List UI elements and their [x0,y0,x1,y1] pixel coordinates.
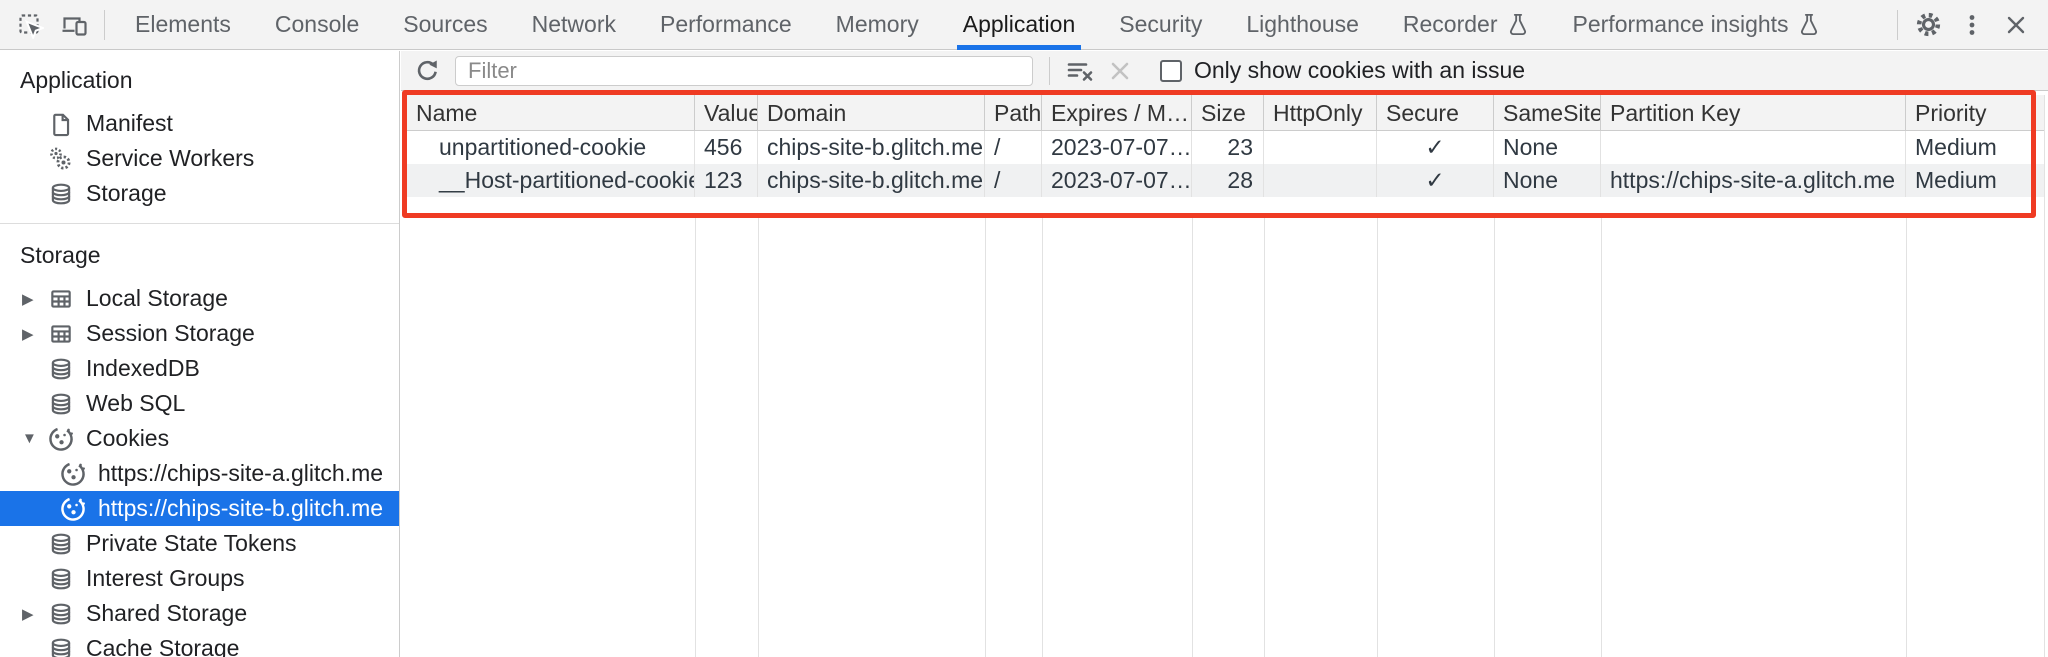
tab-sources[interactable]: Sources [403,11,488,37]
column-header-size[interactable]: Size [1192,95,1264,131]
column-header-path[interactable]: Path [985,95,1042,131]
database-icon [46,565,76,593]
sidebar-item-session-storage[interactable]: ▶ Session Storage [22,320,255,348]
tab-performance-insights[interactable]: Performance insights [1551,0,1842,50]
cookie-icon [58,460,88,488]
grid-column-line [1906,218,1907,657]
toolbar-separator [1049,56,1050,85]
close-devtools-icon[interactable] [1994,0,2038,50]
tab-network[interactable]: Network [531,11,616,37]
tab-security[interactable]: Security [1119,11,1203,37]
sidebar-item-cookie-origin-a[interactable]: https://chips-site-a.glitch.me [0,456,399,491]
sidebar-item-manifest[interactable]: Manifest [0,106,399,141]
database-icon [46,355,76,383]
device-toolbar-icon[interactable] [52,0,96,50]
column-header-domain[interactable]: Domain [758,95,985,131]
tab-memory[interactable]: Memory [835,11,919,37]
table-icon [46,285,76,313]
sidebar-section-storage: Storage [20,242,101,268]
tab-performance[interactable]: Performance [660,11,792,37]
grid-column-line [1601,218,1602,657]
service-workers-gears-icon [46,145,76,173]
toolbar-separator [104,9,105,40]
settings-gear-icon[interactable] [1906,0,1950,50]
only-show-issue-label: Only show cookies with an issue [1194,57,1526,83]
column-header-partition-key[interactable]: Partition Key [1601,95,1906,131]
triangle-expanded-icon[interactable]: ▼ [22,430,37,447]
cookie-icon [46,425,76,453]
toolbar-separator [1897,9,1898,40]
sidebar-item-private-state-tokens[interactable]: Private State Tokens [0,526,399,561]
sidebar-section-application: Application [20,67,133,93]
sidebar-divider [0,223,399,224]
triangle-collapsed-icon[interactable]: ▶ [22,325,34,343]
clear-filter-x-icon[interactable] [1100,51,1140,91]
more-options-kebab-icon[interactable] [1950,0,1994,50]
application-panel-sidebar: Application Manifest Service Workers Sto… [0,51,400,657]
sidebar-item-interest-groups[interactable]: Interest Groups [0,561,399,596]
database-icon [46,390,76,418]
database-icon [46,635,76,657]
table-icon [46,320,76,348]
sidebar-item-shared-storage[interactable]: ▶ Shared Storage [22,600,248,628]
manifest-file-icon [46,110,76,138]
column-header-samesite[interactable]: SameSite [1494,95,1601,131]
database-icon [46,530,76,558]
grid-column-line [1377,218,1378,657]
tab-application[interactable]: Application [941,0,1098,50]
triangle-collapsed-icon[interactable]: ▶ [22,605,34,623]
sidebar-item-web-sql[interactable]: Web SQL [0,386,399,421]
filter-input[interactable] [455,55,1033,86]
column-header-httponly[interactable]: HttpOnly [1264,95,1377,131]
grid-column-line [695,218,696,657]
panel-tabs: Elements Console Sources Network Perform… [113,0,1842,50]
sidebar-item-local-storage[interactable]: ▶ Local Storage [22,285,228,313]
sidebar-item-cookie-origin-b-selected[interactable]: https://chips-site-b.glitch.me [0,491,399,526]
cookie-icon [58,495,88,523]
flask-icon [1507,12,1529,37]
column-header-value[interactable]: Value [695,95,758,131]
grid-column-line [758,218,759,657]
only-show-issue-checkbox[interactable] [1160,59,1182,82]
tab-elements[interactable]: Elements [135,11,231,37]
column-header-secure[interactable]: Secure [1377,95,1494,131]
grid-right-border [2044,95,2045,657]
column-header-priority[interactable]: Priority [1906,95,2045,131]
tab-recorder[interactable]: Recorder [1381,0,1551,50]
secure-checkmark: ✓ [1377,164,1494,197]
database-icon [46,600,76,628]
cookie-table: Name Value Domain Path Expires / M… Size… [407,95,2045,197]
secure-checkmark: ✓ [1377,131,1494,164]
grid-column-line [985,218,986,657]
flask-icon [1798,12,1820,37]
column-header-expires[interactable]: Expires / M… [1042,95,1192,131]
devtools-tab-bar: Elements Console Sources Network Perform… [0,0,2048,50]
grid-column-line [1192,218,1193,657]
sidebar-item-cache-storage[interactable]: Cache Storage [0,631,399,657]
tab-console[interactable]: Console [274,11,360,37]
grid-column-line [1494,218,1495,657]
sidebar-item-service-workers[interactable]: Service Workers [0,141,399,176]
database-icon [46,180,76,208]
sidebar-item-cookies[interactable]: ▼ Cookies [0,421,399,456]
refresh-icon[interactable] [407,51,447,91]
cookies-toolbar: Only show cookies with an issue [401,51,2048,91]
tab-lighthouse[interactable]: Lighthouse [1246,11,1359,37]
sidebar-item-indexeddb[interactable]: IndexedDB [0,351,399,386]
sidebar-item-storage[interactable]: Storage [0,176,399,211]
triangle-collapsed-icon[interactable]: ▶ [22,290,34,308]
grid-column-line [1264,218,1265,657]
inspect-element-icon[interactable] [8,0,52,50]
clear-all-cookies-icon[interactable] [1060,51,1100,91]
grid-column-line [1042,218,1043,657]
column-header-name[interactable]: Name [407,95,695,131]
